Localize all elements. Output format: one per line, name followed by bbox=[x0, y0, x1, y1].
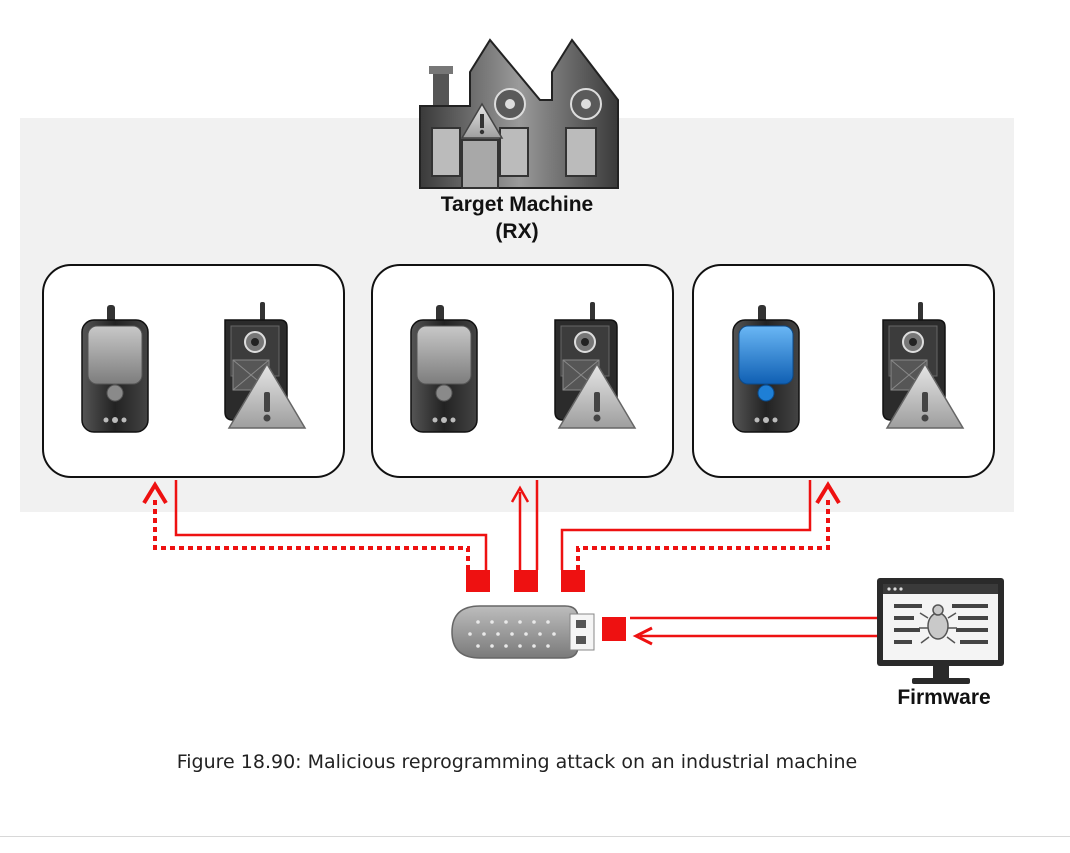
usb-ports bbox=[466, 570, 626, 641]
target-machine-label: Target Machine bbox=[441, 193, 593, 216]
device-group-3 bbox=[692, 264, 995, 478]
page-divider bbox=[0, 836, 1070, 837]
firmware-label: Firmware bbox=[897, 686, 990, 709]
phone-icon bbox=[732, 304, 800, 433]
monitor-bug-icon bbox=[877, 578, 1004, 684]
usb-drive-icon bbox=[451, 605, 595, 659]
target-machine-id-label: (RX) bbox=[495, 220, 538, 243]
device-group-2 bbox=[371, 264, 674, 478]
phone-icon bbox=[81, 304, 149, 433]
attack-connections bbox=[142, 480, 877, 646]
factory-icon bbox=[419, 38, 619, 189]
device-group-1 bbox=[42, 264, 345, 478]
figure-caption: Figure 18.90: Malicious reprogramming at… bbox=[177, 751, 858, 773]
phone-icon bbox=[410, 304, 478, 433]
